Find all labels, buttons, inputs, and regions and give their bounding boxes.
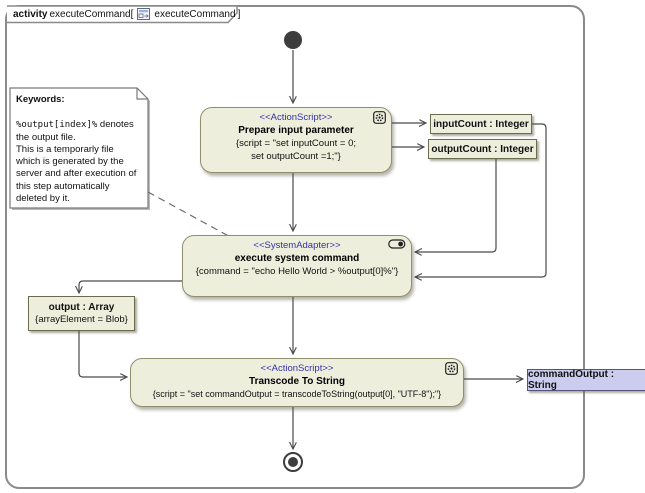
action-execute-system-command[interactable]: <<SystemAdapter>> execute system command… — [182, 235, 412, 297]
note-title: Keywords: — [16, 94, 65, 105]
edge-outputcount-to-execute[interactable] — [415, 158, 497, 252]
note-body-shape[interactable] — [9, 87, 149, 209]
object-node-constraint: {arrayElement = Blob} — [35, 314, 128, 325]
initial-node[interactable] — [284, 31, 302, 49]
note-line-code: %output[index]% denotes — [16, 119, 134, 131]
note-comment[interactable]: Keywords: %output[index]% denotes the ou… — [16, 94, 142, 205]
note-anchor-line[interactable] — [147, 191, 235, 240]
edge-outputarray-to-transcode[interactable] — [78, 330, 127, 377]
gear-icon — [373, 111, 386, 124]
tab-close-bracket: ] — [237, 8, 241, 20]
edge-execute-to-outputarray[interactable] — [79, 280, 182, 293]
frame-tab — [7, 5, 238, 24]
note-line: deleted by it. — [16, 193, 70, 205]
stereotype-label: <<SystemAdapter>> — [253, 240, 341, 251]
stereotype-label: <<ActionScript>> — [259, 112, 333, 123]
object-node-label: commandOutput : String — [528, 369, 615, 391]
note-line: which is generated by the — [16, 156, 124, 168]
action-constraint: set outputCount =1;"} — [251, 151, 341, 162]
note-line: the output file. — [16, 131, 76, 143]
action-prepare-input-parameter[interactable]: <<ActionScript>> Prepare input parameter… — [200, 107, 392, 173]
object-node-output-array[interactable]: output : Array {arrayElement = Blob} — [28, 296, 135, 331]
activity-final-inner-dot — [288, 457, 298, 467]
object-node-label: outputCount : Integer — [431, 143, 534, 155]
tab-activity-name: executeCommand[ — [49, 8, 134, 20]
tab-keyword: activity — [13, 8, 48, 20]
note-line: server and after execution of — [16, 168, 137, 180]
object-node-label: output : Array — [48, 302, 115, 313]
action-constraint: {script = "set commandOutput = transcode… — [152, 389, 442, 399]
object-node-outputcount[interactable]: outputCount : Integer — [428, 139, 537, 159]
object-node-inputcount[interactable]: inputCount : Integer — [430, 114, 532, 134]
action-constraint: {script = "set inputCount = 0; — [235, 138, 357, 149]
action-name: Prepare input parameter — [238, 125, 354, 136]
activity-frame — [5, 5, 585, 489]
tab-inner-name: executeCommand — [154, 8, 236, 20]
note-fold-icon — [136, 88, 148, 100]
action-transcode-to-string[interactable]: <<ActionScript>> Transcode To String {sc… — [130, 358, 464, 407]
action-name: execute system command — [234, 253, 360, 264]
stereotype-label: <<ActionScript>> — [260, 363, 334, 374]
adapter-capsule-icon — [388, 239, 406, 249]
gear-icon — [445, 362, 458, 375]
edge-inputcount-to-execute[interactable] — [415, 123, 547, 277]
note-line: this step automatically — [16, 180, 110, 192]
action-constraint: {command = "echo Hello World > %output[0… — [195, 266, 399, 277]
note-line: This is a temporarly file — [16, 143, 114, 155]
diagram-icon — [137, 8, 151, 20]
parameter-node-commandoutput[interactable]: commandOutput : String — [527, 369, 645, 391]
activity-final-node[interactable] — [283, 452, 303, 472]
action-name: Transcode To String — [249, 376, 345, 387]
object-node-label: inputCount : Integer — [433, 118, 529, 130]
frame-tab-label: activity executeCommand[ executeCommand … — [13, 8, 240, 20]
